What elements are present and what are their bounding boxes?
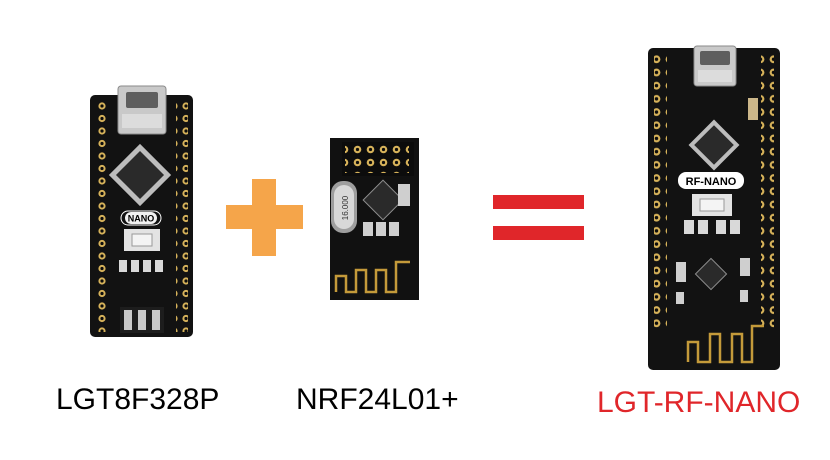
reset-button <box>692 194 732 216</box>
svg-text:NANO: NANO <box>128 214 155 224</box>
crystal-oscillator: 16.000 <box>331 181 357 233</box>
rf-nano-board-label: RF-NANO <box>686 176 737 188</box>
caption-nrf24l01: NRF24L01+ <box>296 383 459 416</box>
equals-sign <box>493 195 584 240</box>
caption-lgt8f328p: LGT8F328P <box>56 383 220 416</box>
nrf24l01-module: 16.000 <box>330 138 419 300</box>
rf-chip <box>694 257 728 291</box>
reset-button <box>124 229 160 251</box>
crystal-label: 16.000 <box>341 195 350 220</box>
rf-chip <box>362 179 404 221</box>
mcu-chip <box>108 143 172 207</box>
caption-lgt-rf-nano: LGT-RF-NANO <box>597 386 801 419</box>
usb-connector <box>693 45 737 87</box>
pcb-antenna <box>686 324 764 364</box>
pcb-antenna <box>334 260 410 294</box>
icsp-header <box>120 307 164 333</box>
plus-sign <box>226 179 303 256</box>
usb-connector <box>117 85 167 135</box>
mcu-chip <box>688 119 740 171</box>
nano-board: NANO NANO <box>90 85 193 337</box>
rf-nano-board: RF-NANO <box>648 45 780 370</box>
